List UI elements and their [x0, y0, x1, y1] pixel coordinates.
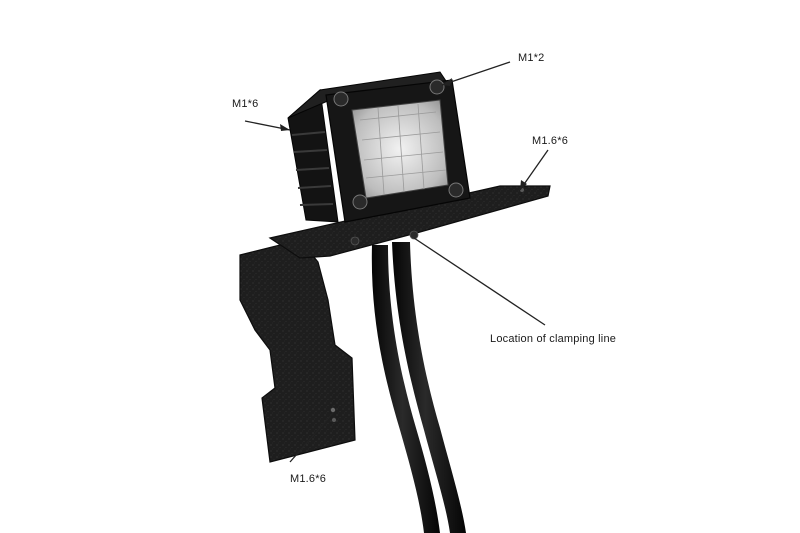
front-screws	[333, 79, 464, 210]
lens	[351, 99, 449, 199]
bracket-bottom-hole	[330, 407, 336, 413]
cable-left	[371, 245, 440, 533]
leader-top-screw	[441, 61, 511, 86]
cable-right	[392, 242, 466, 533]
leader-clamping-line	[413, 237, 546, 326]
clamp-bolt-left	[350, 236, 360, 246]
bracket-vertical-arm	[239, 239, 356, 463]
leader-bracket-bottom	[289, 412, 334, 463]
callout-bracket-bottom-screw: M1.6*6	[290, 473, 327, 485]
cooling-fins	[291, 131, 334, 206]
callout-bracket-right-screw: M1.6*6	[532, 135, 569, 147]
callout-top-screw: M1*2	[518, 52, 545, 64]
lens-reflectors	[359, 103, 447, 195]
bracket-top-plate	[268, 185, 551, 259]
callout-clamping-line: Location of clamping line	[490, 333, 617, 345]
clamp-bolt-right	[409, 230, 419, 240]
leader-arrowheads	[280, 78, 527, 190]
bracket-bottom-hole-2	[332, 418, 336, 422]
callout-side-screw: M1*6	[232, 98, 259, 110]
